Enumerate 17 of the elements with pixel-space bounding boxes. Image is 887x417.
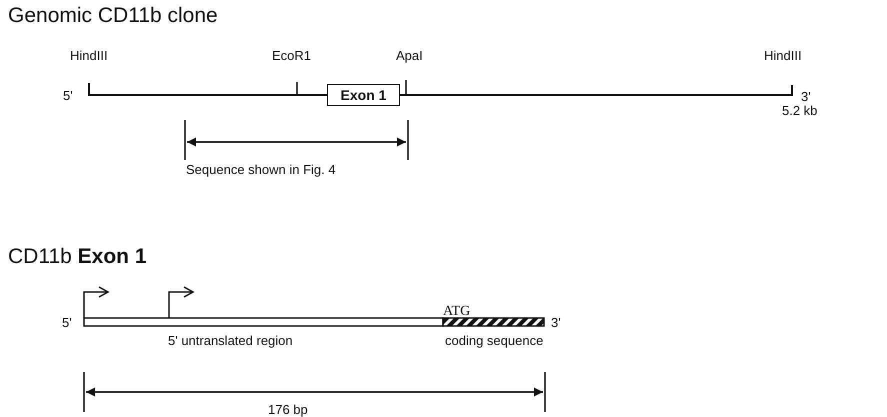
region-label: coding sequence — [445, 334, 544, 347]
restriction-site-label: HindIII — [70, 49, 108, 62]
exon-box: Exon 1 — [327, 84, 400, 106]
restriction-site-label: EcoR1 — [272, 49, 312, 62]
restriction-site-label: ApaI — [396, 49, 423, 62]
section-heading: CD11b Exon 1 — [8, 246, 147, 267]
dimension-label: 176 bp — [268, 403, 308, 416]
strand-end-label: 5' — [62, 316, 72, 329]
strand-end-label: 3' — [551, 316, 561, 329]
length-label: 5.2 kb — [782, 104, 818, 117]
strand-end-label: 5' — [63, 89, 73, 102]
codon-label: ATG — [443, 305, 470, 319]
region-label: 5' untranslated region — [168, 334, 293, 347]
dimension-label: Sequence shown in Fig. 4 — [186, 163, 336, 176]
restriction-site-label: HindIII — [764, 49, 802, 62]
strand-end-label: 3' — [801, 90, 811, 103]
diagram-title: Genomic CD11b clone — [8, 4, 218, 28]
